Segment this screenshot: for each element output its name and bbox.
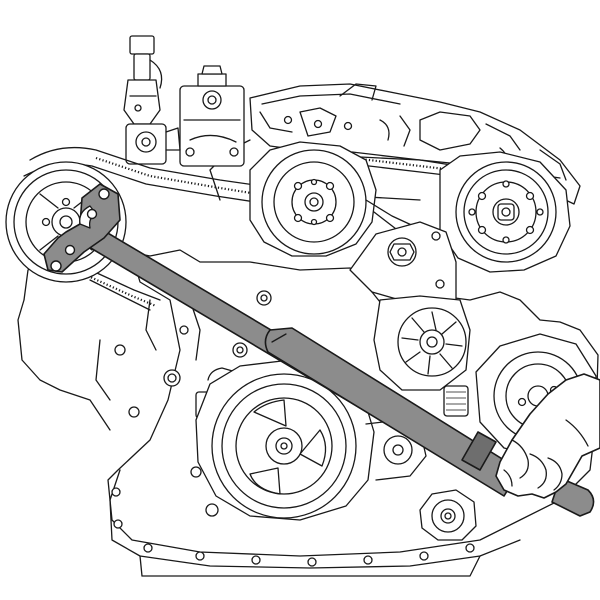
- water-pump-pulley: [249, 141, 419, 257]
- wrench-pin-bottom: [50, 260, 62, 272]
- idler-bracket: [349, 221, 457, 307]
- sump-bolts: [111, 487, 475, 567]
- wrench-pin-lower: [64, 244, 76, 256]
- wrench-pin-mid: [86, 208, 98, 220]
- hand: [495, 373, 600, 499]
- wrench-pin-top: [98, 188, 110, 200]
- wrench-collar: [461, 431, 497, 471]
- lower-idler: [419, 489, 477, 541]
- wrench-head-plate: [43, 183, 121, 273]
- crankshaft-damper: [195, 359, 427, 521]
- fuel-pump: [123, 35, 181, 165]
- oil-filter-housing: [179, 65, 245, 167]
- tensioner-pulley: [439, 151, 571, 273]
- pin-wrench-tool: [43, 183, 595, 517]
- hand-outline: [495, 373, 600, 499]
- alternator: [373, 295, 471, 417]
